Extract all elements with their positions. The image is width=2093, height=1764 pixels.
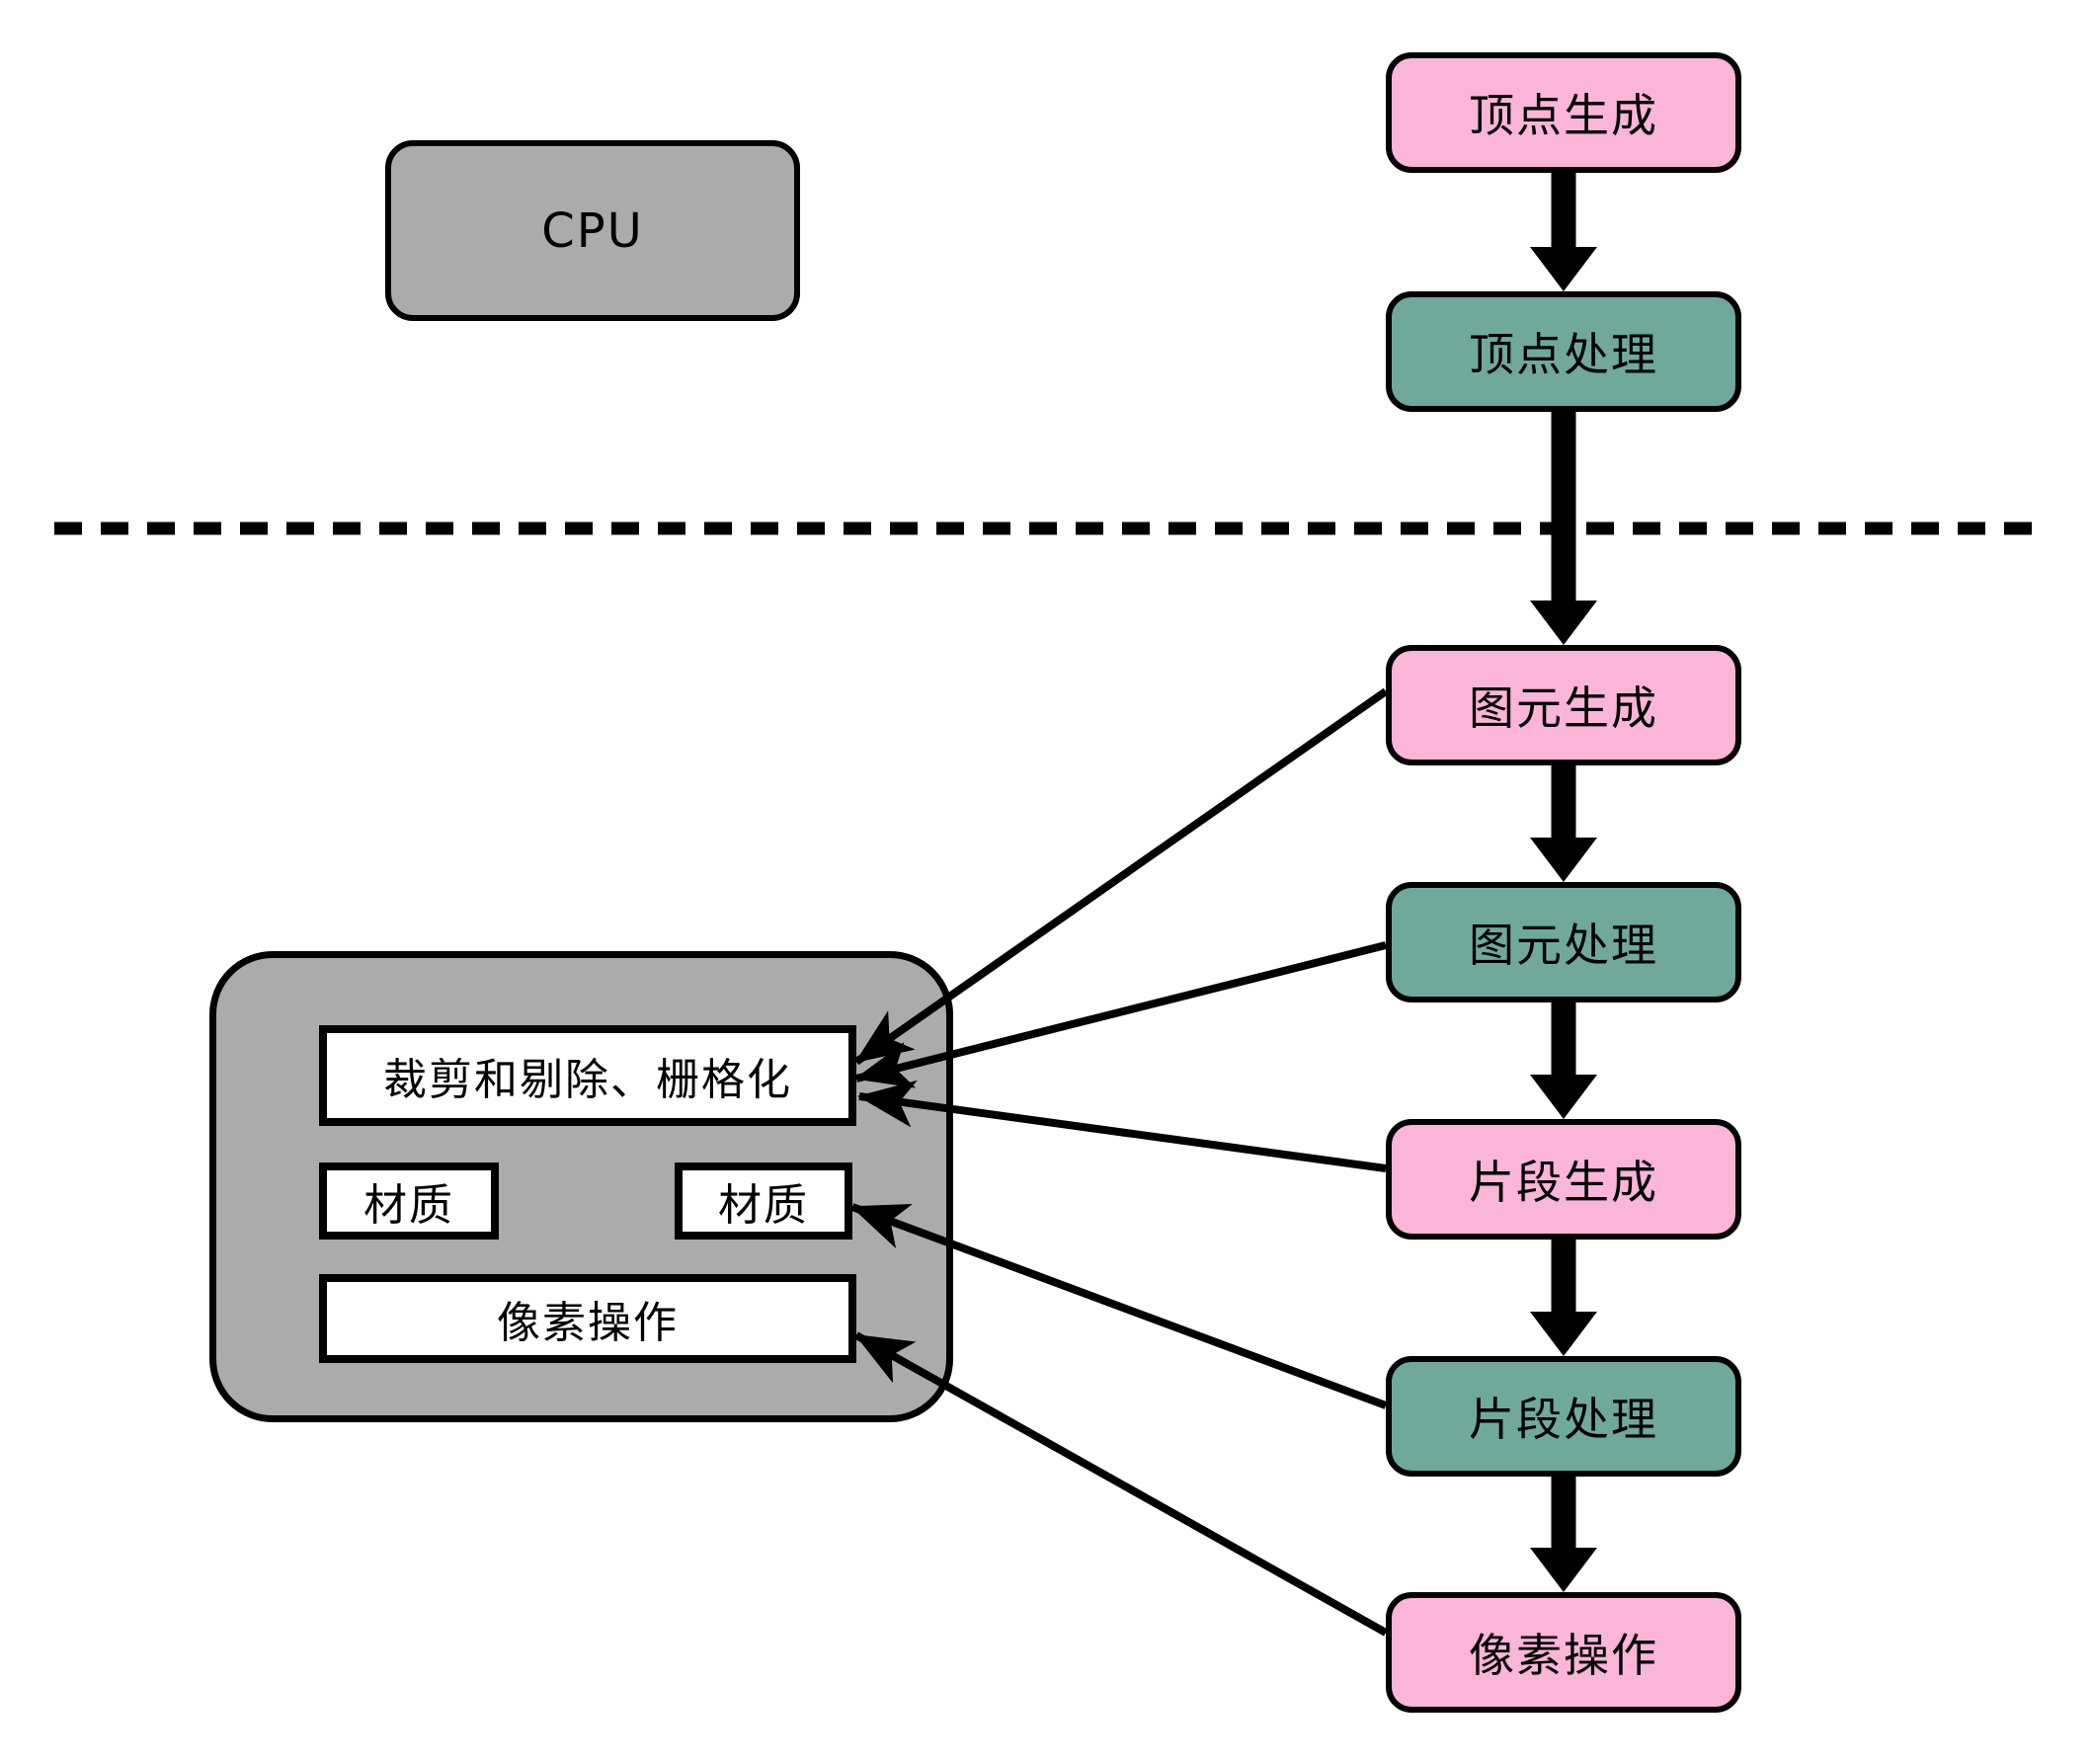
stage-label: 材质: [363, 1180, 454, 1231]
node-label: 顶点处理: [1469, 328, 1658, 381]
stage-label: 裁剪和剔除、栅格化: [383, 1055, 792, 1105]
cpu-box-label: CPU: [541, 202, 644, 259]
node-vertex-generation: 顶点生成: [1386, 52, 1741, 173]
stage-pixel-operations: 像素操作: [319, 1274, 856, 1363]
node-fragment-processing: 片段处理: [1386, 1356, 1741, 1477]
flow-arrow-vertex-gen-to-vertex-proc: [1530, 170, 1597, 291]
flow-arrow-frag-gen-to-frag-proc: [1530, 1237, 1597, 1356]
stage-label: 材质: [718, 1180, 809, 1231]
node-label: 图元处理: [1469, 919, 1658, 972]
flow-arrow-prim-proc-to-frag-gen: [1530, 998, 1597, 1119]
node-label: 片段生成: [1469, 1156, 1658, 1209]
node-pixel-operations: 像素操作: [1386, 1592, 1741, 1713]
flow-arrow-vertex-proc-to-prim-gen: [1530, 409, 1597, 645]
node-label: 顶点生成: [1469, 89, 1658, 142]
node-fragment-generation: 片段生成: [1386, 1119, 1741, 1240]
flow-arrow-prim-gen-to-prim-proc: [1530, 762, 1597, 882]
node-vertex-processing: 顶点处理: [1386, 291, 1741, 412]
stage-label: 像素操作: [497, 1298, 679, 1348]
cpu-box: CPU: [385, 140, 800, 321]
node-label: 像素操作: [1469, 1629, 1658, 1682]
flow-arrow-frag-proc-to-pixel-ops: [1530, 1472, 1597, 1592]
stage-texture-right: 材质: [675, 1163, 852, 1240]
node-primitive-generation: 图元生成: [1386, 645, 1741, 765]
node-label: 片段处理: [1469, 1393, 1658, 1446]
node-primitive-processing: 图元处理: [1386, 882, 1741, 1002]
stage-texture-left: 材质: [319, 1163, 499, 1240]
node-label: 图元生成: [1469, 682, 1658, 735]
stage-clip-cull-rasterize: 裁剪和剔除、栅格化: [319, 1025, 856, 1126]
